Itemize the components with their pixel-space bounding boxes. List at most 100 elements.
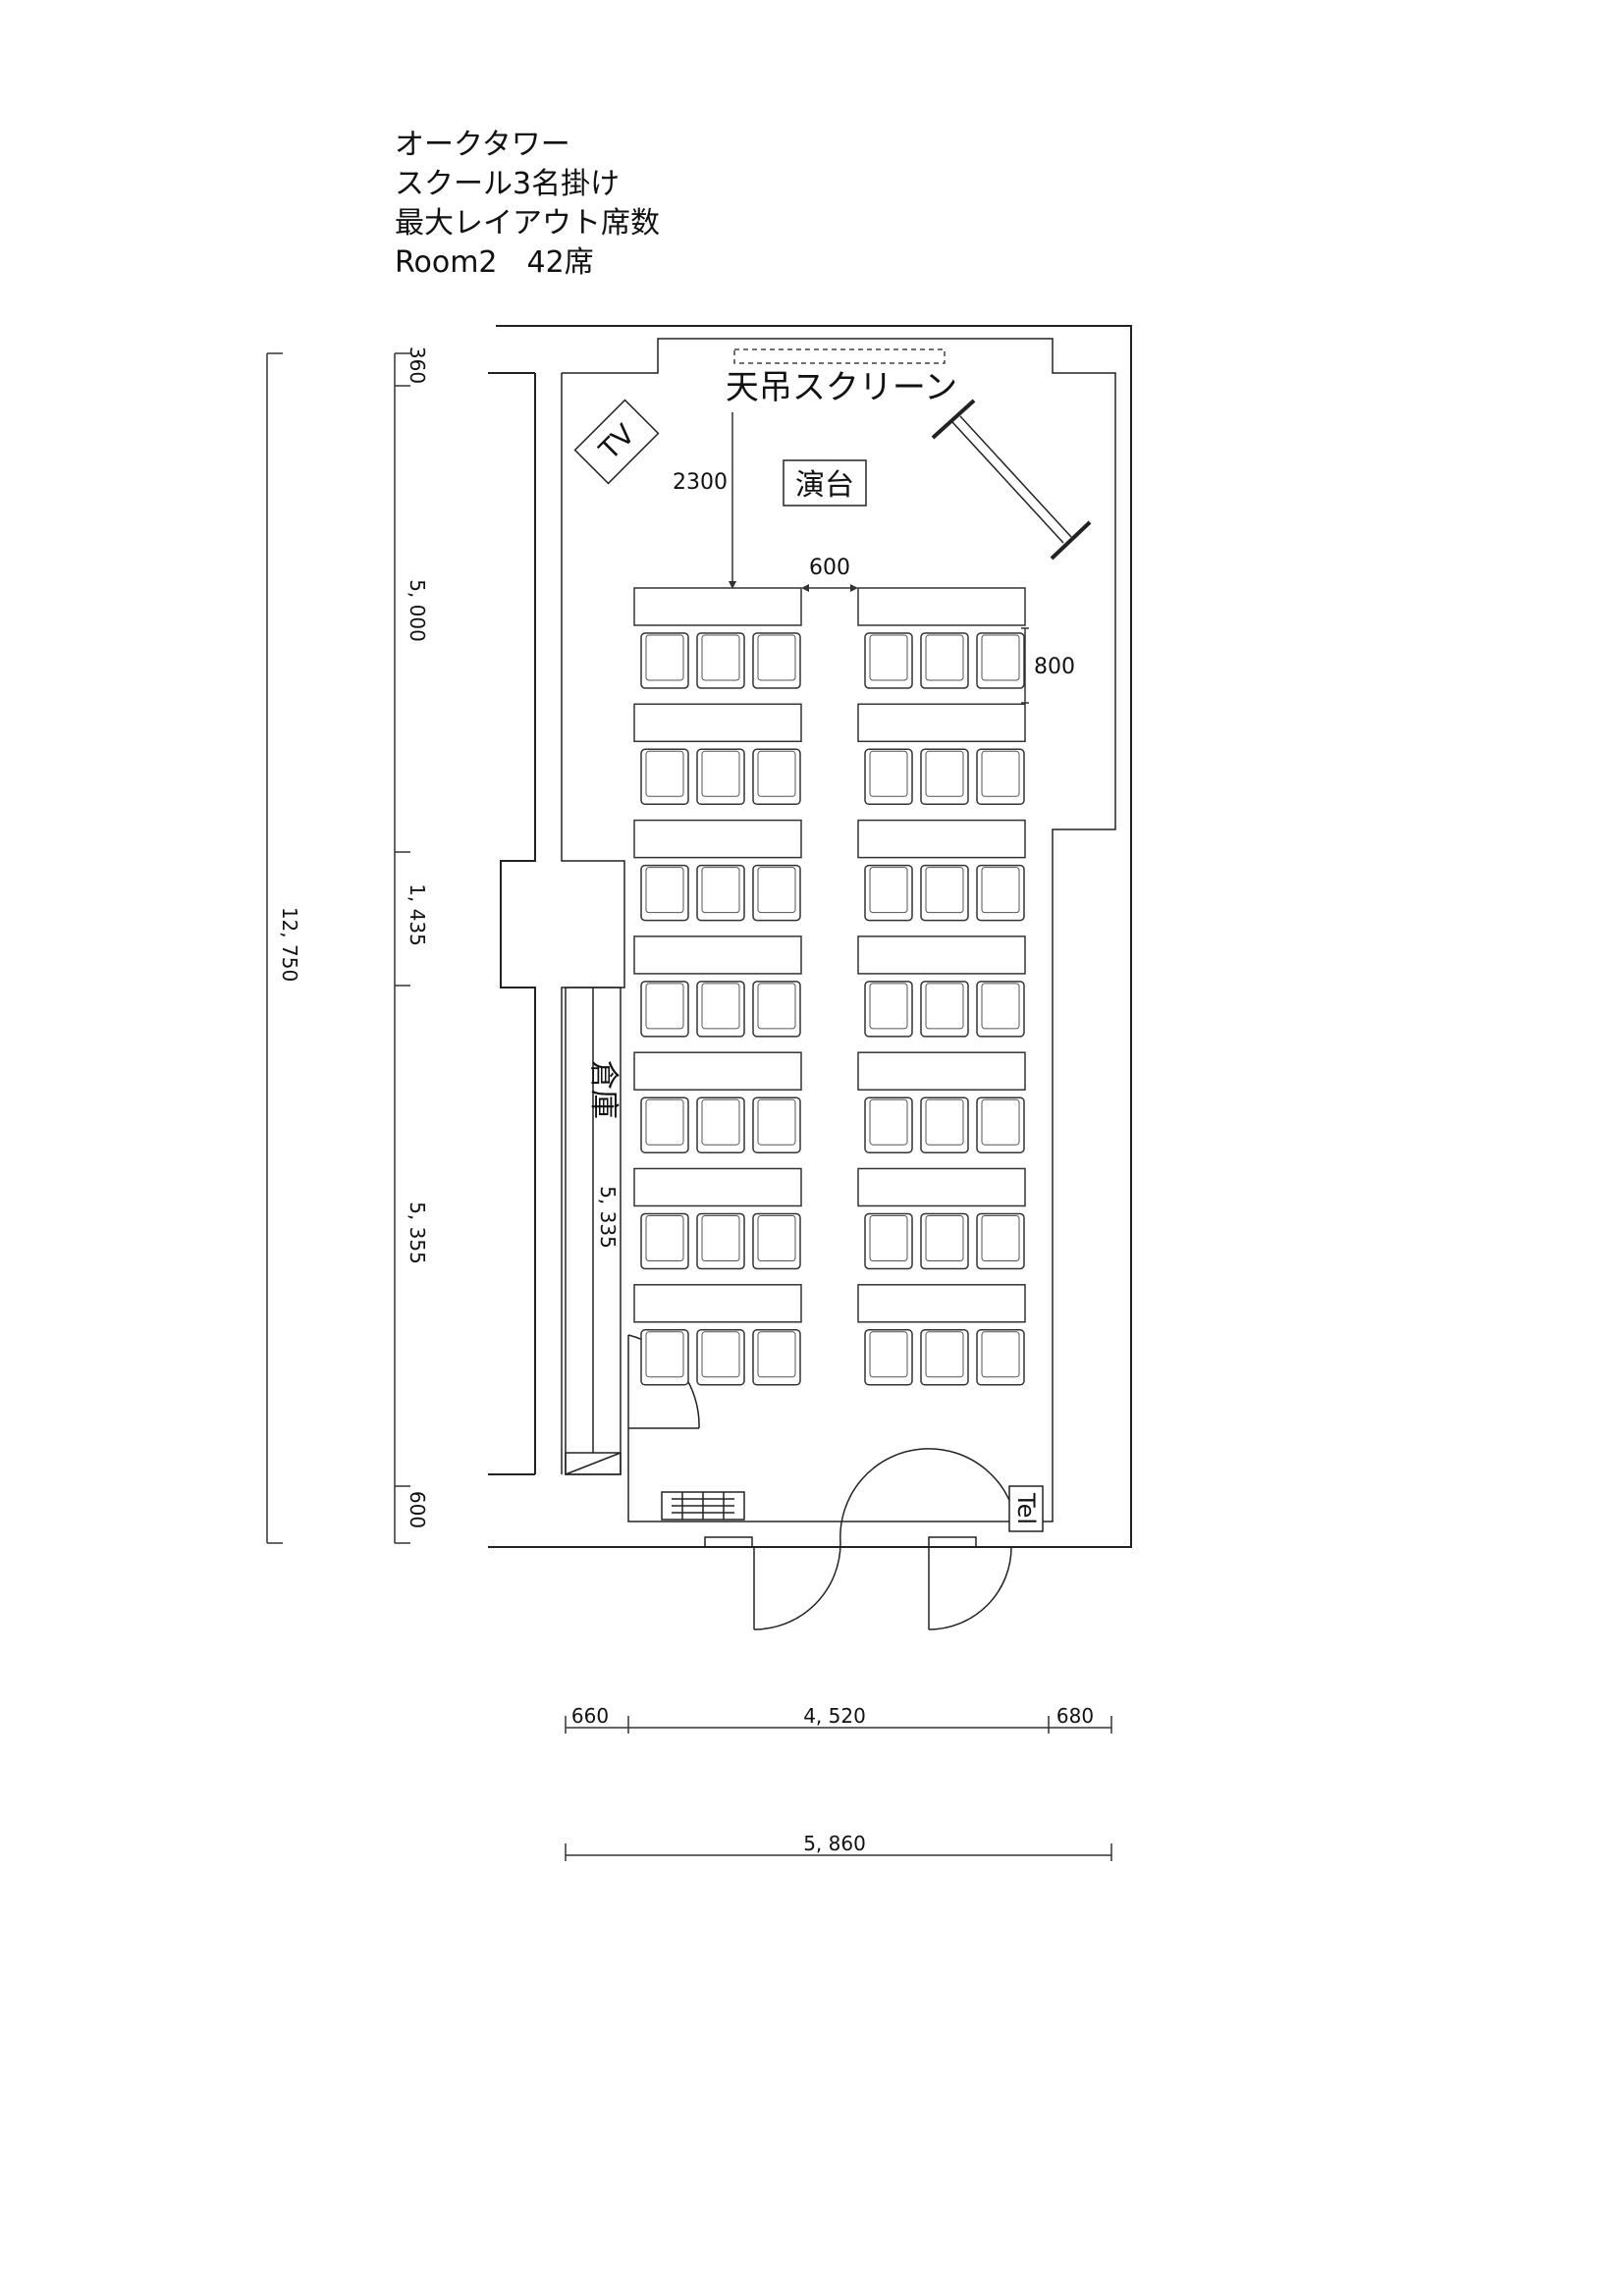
desk [633, 935, 802, 975]
tv-unit: TV [573, 399, 660, 485]
stage-box [783, 459, 867, 507]
chair [752, 864, 801, 922]
layout-caption: 最大レイアウト席数 [395, 206, 660, 240]
chair-seat [981, 1098, 1020, 1146]
desk [633, 1284, 802, 1323]
chair-seat [645, 634, 684, 681]
dim-total-width: 5, 860 [803, 1832, 866, 1855]
desk [857, 935, 1026, 975]
left-dimension-lines [266, 352, 410, 1544]
chair-seat [925, 1098, 964, 1146]
chair-seat [925, 867, 964, 914]
dim-left-front: 5, 000 [406, 579, 429, 642]
ceiling-screen [733, 348, 946, 364]
chair [640, 1212, 689, 1270]
chair [864, 864, 913, 922]
chair-seat [645, 750, 684, 797]
chair-seat [981, 867, 1020, 914]
chair-seat [925, 1215, 964, 1261]
chair [976, 748, 1025, 806]
chair [752, 632, 801, 689]
title-block: オークタワー スクール3名掛け 最大レイアウト席数 Room2 42席 [395, 126, 660, 283]
chair [976, 981, 1025, 1038]
chair-seat [757, 1098, 796, 1146]
stage-to-table-label: 2300 [673, 470, 728, 495]
chair [864, 748, 913, 806]
layout-style: スクール3名掛け [395, 167, 621, 201]
chair [976, 1329, 1025, 1386]
chair-seat [869, 1215, 908, 1261]
dim-left-top: 360 [406, 347, 429, 384]
chair [920, 1329, 969, 1386]
chair-seat [869, 1098, 908, 1146]
chair [920, 1096, 969, 1153]
screen-label: 天吊スクリーン [726, 368, 957, 407]
chair-seat [701, 1331, 740, 1378]
chair [864, 1096, 913, 1153]
chair-seat [981, 750, 1020, 797]
chair-seat [757, 1331, 796, 1378]
desk [857, 1284, 1026, 1323]
chair [752, 981, 801, 1038]
desk [633, 1051, 802, 1091]
chair [640, 864, 689, 922]
dim-left-door: 1, 435 [406, 883, 429, 946]
chair [920, 632, 969, 689]
chair-seat [645, 1331, 684, 1378]
chair [920, 748, 969, 806]
chair-seat [701, 634, 740, 681]
chair [640, 1329, 689, 1386]
chair [696, 1212, 745, 1270]
desk [633, 703, 802, 743]
dim-bottom-left: 660 [571, 1704, 609, 1728]
aisle-width-label: 600 [809, 556, 850, 580]
dim-left-back: 5, 355 [406, 1201, 429, 1264]
dim-bottom-center: 4, 520 [803, 1704, 866, 1728]
building-name: オークタワー [395, 128, 570, 162]
storage-closet [565, 987, 622, 1475]
entrance [661, 1448, 1018, 1630]
chair [640, 748, 689, 806]
bottom-dimension-lines [565, 1716, 1112, 1861]
chair-seat [701, 750, 740, 797]
chair [696, 748, 745, 806]
chair-seat [701, 1215, 740, 1261]
chair [696, 632, 745, 689]
telephone-box [1008, 1485, 1044, 1532]
chair [696, 1329, 745, 1386]
chair-seat [645, 867, 684, 914]
desk [857, 703, 1026, 743]
chair-seat [925, 983, 964, 1030]
chair [696, 864, 745, 922]
chair-seat [869, 634, 908, 681]
chair [640, 1096, 689, 1153]
chair-seat [645, 983, 684, 1030]
dim-bottom-right: 680 [1056, 1704, 1094, 1728]
desk [633, 1167, 802, 1207]
outer-walls [488, 325, 1132, 1548]
chair [696, 1096, 745, 1153]
chair [864, 632, 913, 689]
chair [920, 864, 969, 922]
chair-seat [869, 750, 908, 797]
chair-seat [757, 867, 796, 914]
chair [976, 632, 1025, 689]
chair-seat [981, 1215, 1020, 1261]
chair [752, 1212, 801, 1270]
chair [976, 864, 1025, 922]
chair [864, 1212, 913, 1270]
chair-seat [757, 983, 796, 1030]
storage-length-label: 5, 335 [596, 1186, 620, 1249]
desk [857, 1167, 1026, 1207]
chair-seat [701, 983, 740, 1030]
chair-seat [981, 983, 1020, 1030]
storage-label: 倉庫 [586, 1060, 621, 1119]
chair [976, 1212, 1025, 1270]
desk [857, 1051, 1026, 1091]
chair-seat [869, 983, 908, 1030]
chair-seat [757, 634, 796, 681]
chair [752, 1329, 801, 1386]
desk [857, 587, 1026, 626]
tel-label: Tel [1012, 1492, 1040, 1524]
